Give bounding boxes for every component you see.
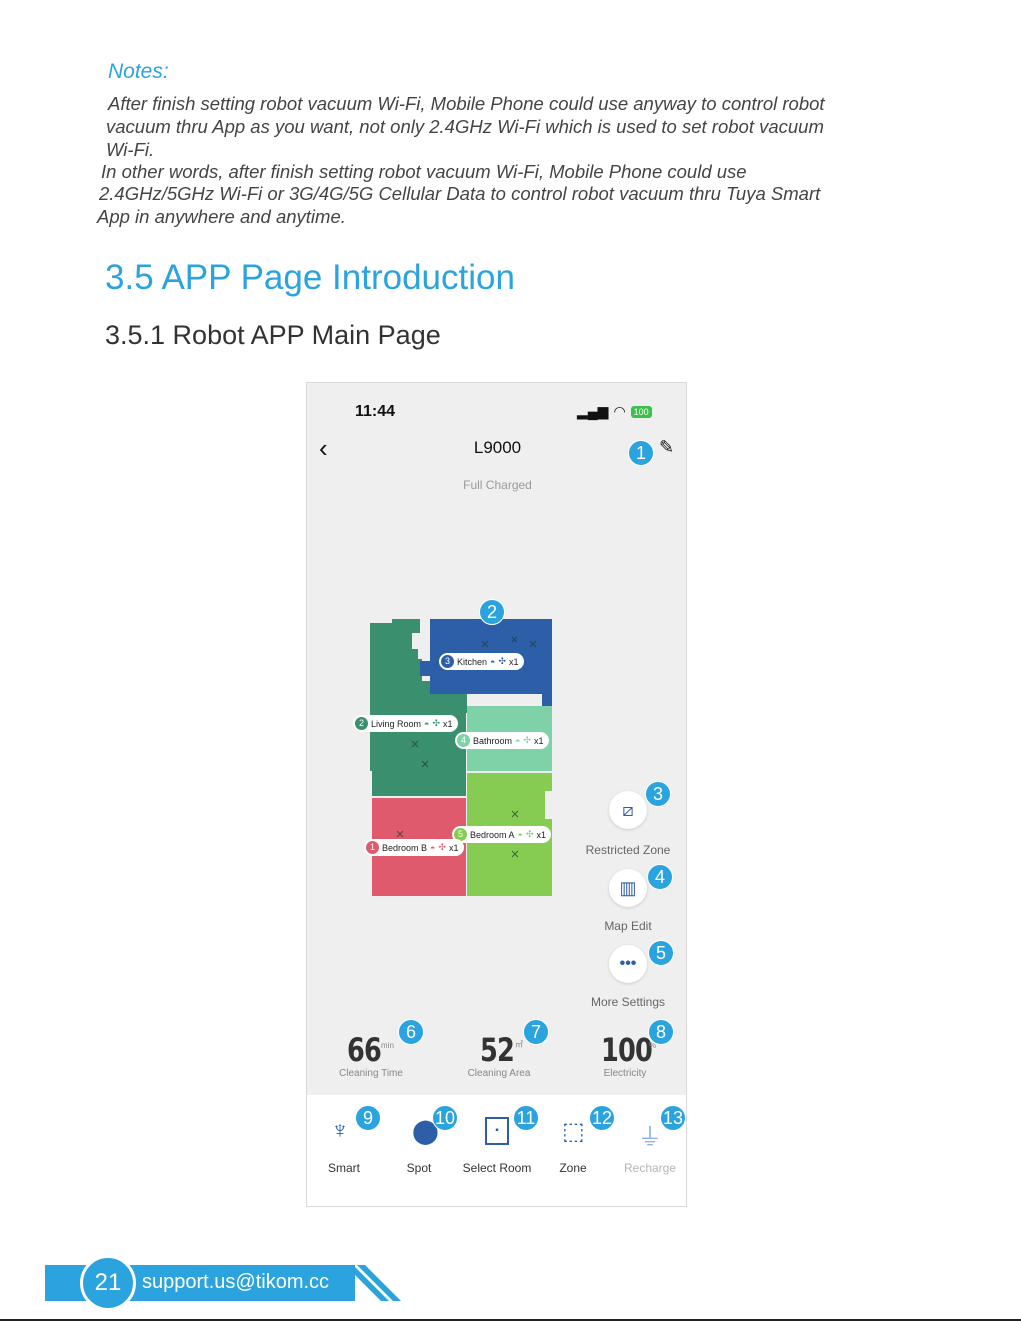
fan-icon: ✣ (498, 656, 507, 666)
callout-badge: 7 (523, 1019, 549, 1045)
room-count: x1 (443, 718, 453, 729)
room-tag-living-room[interactable]: 2 Living Room ◓ ✣ x1 (353, 715, 458, 732)
more-settings-button[interactable]: ••• (609, 945, 647, 983)
room-count: x1 (509, 656, 519, 667)
status-icons: ▂▄▆ ◠ 100 (577, 403, 652, 420)
room-count: x1 (449, 842, 459, 853)
electricity-label: Electricity (603, 1068, 647, 1079)
side-button-label: Map Edit (604, 919, 652, 933)
cleaning-area-label: Cleaning Area (467, 1068, 531, 1079)
map-edit-button[interactable]: ▥ (609, 869, 647, 907)
electricity-value: 100 (601, 1031, 653, 1069)
room-living-area[interactable] (370, 619, 467, 796)
callout-badge: 3 (645, 781, 671, 807)
room-number: 4 (457, 734, 470, 747)
robot-path-marks (396, 636, 537, 858)
side-button-label: Restricted Zone (585, 843, 671, 857)
notes-line: Wi-Fi. (106, 139, 155, 160)
device-status: Full Charged (463, 478, 532, 492)
room-icon[interactable]: ▪ (485, 1117, 509, 1145)
footer-stripes (345, 1265, 401, 1301)
notes-line: App in anywhere and anytime. (97, 206, 346, 227)
section-heading: 3.5 APP Page Introduction (105, 258, 515, 297)
nav-spot[interactable]: Spot (406, 1161, 432, 1175)
cleaning-time-label: Cleaning Time (339, 1068, 403, 1079)
cleaning-time-unit: min (381, 1041, 394, 1050)
notes-line: After finish setting robot vacuum Wi-Fi,… (108, 93, 825, 114)
map-edit-icon: ▥ (619, 877, 637, 898)
app-screenshot: 11:44 ▂▄▆ ◠ 100 ‹ L9000 Full Charged 1 ✎… (306, 382, 687, 1207)
water-drop-icon: ◓ (430, 842, 436, 853)
subsection-heading: 3.5.1 Robot APP Main Page (105, 320, 441, 350)
fan-icon: ✣ (432, 718, 441, 728)
water-drop-icon: ◓ (515, 735, 521, 746)
room-name: Living Room (371, 718, 422, 729)
page-bottom-rule (0, 1319, 1021, 1321)
room-count: x1 (534, 735, 544, 746)
water-drop-icon: ◓ (490, 656, 496, 667)
room-number: 2 (355, 717, 368, 730)
room-tag-kitchen[interactable]: 3 Kitchen ◓ ✣ x1 (439, 653, 524, 670)
callout-badge: 2 (479, 599, 505, 625)
notes-line: In other words, after finish setting rob… (101, 161, 747, 182)
callout-badge: 13 (660, 1105, 686, 1131)
callout-badge: 6 (398, 1019, 424, 1045)
callout-badge: 11 (513, 1105, 539, 1131)
side-button-label: More Settings (590, 995, 666, 1009)
room-name: Bedroom B (382, 842, 428, 853)
callout-badge: 12 (589, 1105, 615, 1131)
callout-badge: 4 (647, 864, 673, 890)
footer-email[interactable]: support.us@tikom.cc (142, 1271, 330, 1293)
status-time: 11:44 (355, 403, 396, 420)
room-tag-bathroom[interactable]: 4 Bathroom ◓ ✣ x1 (455, 732, 549, 749)
bottom-nav: ♆ 9 Smart ⬤ 10 Spot ▪ 11 Select Room ⬚ 1… (307, 1095, 686, 1206)
nav-zone[interactable]: Zone (559, 1161, 587, 1175)
wifi-icon: ◠ (613, 403, 626, 419)
notes-line: vacuum thru App as you want, not only 2.… (106, 116, 824, 137)
room-number: 1 (366, 841, 379, 854)
room-tag-bedroom-a[interactable]: 5 Bedroom A ◓ ✣ x1 (452, 826, 552, 843)
page-number: 21 (80, 1255, 136, 1311)
water-drop-icon: ◓ (424, 718, 430, 729)
notes-title: Notes: (108, 60, 169, 83)
zone-icon[interactable]: ⬚ (562, 1118, 585, 1145)
broom-icon[interactable]: ♆ (331, 1117, 349, 1144)
battery-icon: 100 (630, 405, 652, 418)
water-drop-icon: ◓ (517, 829, 523, 840)
fan-icon: ✣ (438, 842, 447, 852)
restricted-zone-icon: ⧄ (622, 799, 634, 820)
nav-smart[interactable]: Smart (327, 1161, 360, 1175)
fan-icon: ✣ (525, 829, 534, 839)
nav-recharge[interactable]: Recharge (623, 1161, 677, 1175)
callout-badge: 9 (355, 1105, 381, 1131)
room-name: Bathroom (473, 735, 513, 746)
device-name: L9000 (473, 438, 522, 457)
room-count: x1 (536, 829, 547, 840)
electricity-unit: % (649, 1041, 657, 1050)
cleaning-time-value: 66 (347, 1031, 382, 1069)
edit-icon[interactable]: ✎ (659, 437, 675, 457)
callout-badge: 10 (432, 1105, 458, 1131)
notes-line: 2.4GHz/5GHz Wi-Fi or 3G/4G/5G Cellular D… (99, 183, 821, 204)
signal-icon: ▂▄▆ (577, 403, 609, 419)
cleaning-area-unit: ㎡ (515, 1040, 523, 1049)
room-name: Kitchen (457, 656, 488, 667)
room-number: 3 (441, 655, 454, 668)
room-number: 5 (454, 828, 467, 841)
room-tag-bedroom-b[interactable]: 1 Bedroom B ◓ ✣ x1 (364, 839, 464, 856)
callout-badge: 8 (648, 1019, 674, 1045)
more-icon: ••• (619, 955, 637, 972)
callout-badge: 5 (648, 940, 674, 966)
cleaning-area-value: 52 (480, 1031, 515, 1069)
restricted-zone-button[interactable]: ⧄ (609, 791, 647, 829)
plug-icon[interactable]: ⏚ (638, 1124, 662, 1151)
callout-badge: 1 (628, 440, 654, 466)
room-name: Bedroom A (470, 829, 515, 840)
nav-select-room[interactable]: Select Room (462, 1161, 532, 1175)
fan-icon: ✣ (523, 735, 532, 745)
back-icon[interactable]: ‹ (319, 433, 328, 463)
